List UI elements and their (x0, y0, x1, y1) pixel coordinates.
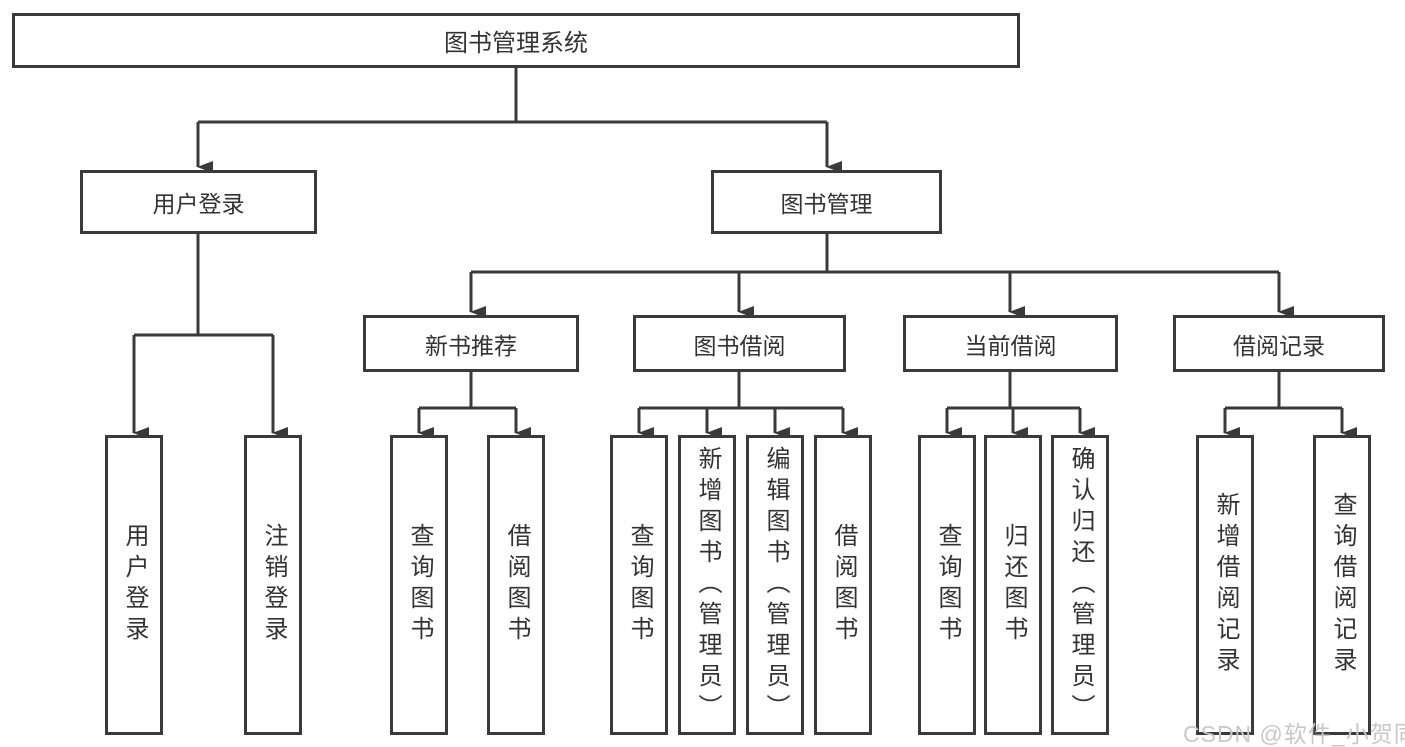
leaf-query-books-3: 查询图书 (918, 435, 976, 735)
node-user-login: 用户登录 (80, 170, 317, 234)
leaf-return-books-label: 归还图书 (1000, 523, 1027, 647)
csdn-watermark: CSDN @软件_小贺同学 (1183, 721, 1405, 747)
connector-current-borrow-spine (947, 372, 1080, 410)
leaf-borrow-books-2-label: 借阅图书 (830, 523, 857, 647)
leaf-confirm-return-admin: 确认归还（管理员） (1051, 435, 1109, 735)
connector-new-book-spine (419, 372, 516, 410)
node-new-book-recommend: 新书推荐 (363, 315, 579, 372)
leaf-query-books-1-label: 查询图书 (406, 523, 433, 647)
borrow-records-label: 借阅记录 (1233, 332, 1325, 359)
user-login-label: 用户登录 (152, 191, 245, 217)
leaf-query-books-2-label: 查询图书 (626, 523, 653, 647)
leaf-borrow-books-1-label: 借阅图书 (503, 523, 530, 647)
leaf-user-login-label: 用户登录 (121, 523, 148, 647)
leaf-logout-label: 注销登录 (260, 523, 287, 647)
connector-book-borrow-spine (639, 372, 843, 410)
new-book-recommend-label: 新书推荐 (425, 332, 517, 359)
node-book-borrow: 图书借阅 (633, 315, 846, 372)
leaf-return-books: 归还图书 (984, 435, 1042, 735)
book-management-label: 图书管理 (780, 191, 873, 217)
leaf-query-books-3-label: 查询图书 (934, 523, 961, 647)
leaf-logout: 注销登录 (244, 435, 302, 735)
leaf-add-books-admin: 新增图书（管理员） (678, 435, 736, 735)
leaf-query-books-1: 查询图书 (390, 435, 448, 735)
connector-user-login-spine (134, 234, 273, 337)
leaf-user-login: 用户登录 (105, 435, 163, 735)
leaf-query-books-2: 查询图书 (610, 435, 668, 735)
leaf-borrow-books-1: 借阅图书 (487, 435, 545, 735)
connector-root-spine (198, 68, 827, 124)
leaf-borrow-books-2: 借阅图书 (814, 435, 872, 735)
connector-book-mgmt-spine (471, 234, 1279, 274)
leaf-edit-books-admin: 编辑图书（管理员） (746, 435, 804, 735)
leaf-confirm-return-admin-label: 确认归还（管理员） (1067, 445, 1094, 725)
connector-borrow-records-spine (1225, 372, 1342, 410)
book-borrow-label: 图书借阅 (693, 332, 786, 359)
leaf-query-borrow-record: 查询借阅记录 (1313, 435, 1371, 735)
system-title-label: 图书管理系统 (444, 30, 588, 57)
current-borrow-label: 当前借阅 (964, 332, 1057, 359)
leaf-edit-books-admin-label: 编辑图书（管理员） (762, 445, 789, 725)
leaf-add-books-admin-label: 新增图书（管理员） (694, 445, 721, 725)
node-current-borrow: 当前借阅 (903, 315, 1118, 372)
node-borrow-records: 借阅记录 (1173, 315, 1385, 372)
node-book-management: 图书管理 (711, 170, 942, 234)
node-system-title: 图书管理系统 (12, 13, 1020, 68)
leaf-query-borrow-record-label: 查询借阅记录 (1329, 492, 1356, 678)
leaf-add-borrow-record: 新增借阅记录 (1196, 435, 1254, 735)
leaf-add-borrow-record-label: 新增借阅记录 (1212, 492, 1239, 678)
